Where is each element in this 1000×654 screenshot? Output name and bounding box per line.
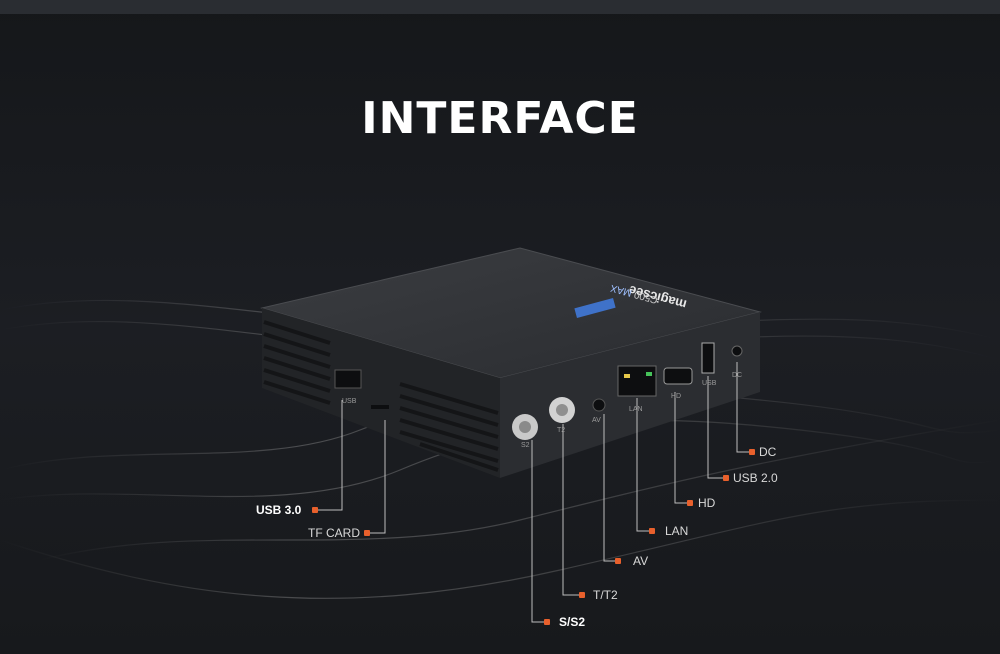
port-print-s2: S2 xyxy=(521,442,530,449)
callout-dot-hd xyxy=(687,500,693,506)
callout-label-dc: DC xyxy=(759,445,777,459)
callout-dot-s2 xyxy=(544,619,550,625)
tv-box-device xyxy=(260,247,762,478)
port-print-usb2: USB xyxy=(702,380,717,387)
callout-dot-av xyxy=(615,558,621,564)
callout-dot-usb3 xyxy=(312,507,318,513)
callout-dot-lan xyxy=(649,528,655,534)
callout-label-t2: T/T2 xyxy=(593,588,618,602)
port-print-lan: LAN xyxy=(629,406,643,413)
callout-label-lan: LAN xyxy=(665,524,689,538)
port-print-av: AV xyxy=(592,417,601,424)
callout-dot-dc xyxy=(749,449,755,455)
callout-label-s2: S/S2 xyxy=(559,615,586,629)
port-print-t2: T2 xyxy=(557,427,566,434)
page-title: INTERFACE xyxy=(361,93,639,144)
callout-lines xyxy=(316,362,752,623)
callout-label-usb2: USB 2.0 xyxy=(733,471,778,485)
callout-dot-tf xyxy=(364,530,370,536)
callout-dot-t2 xyxy=(579,592,585,598)
callout-label-av: AV xyxy=(633,554,649,568)
port-print-hd: HD xyxy=(671,393,682,400)
callout-label-usb3: USB 3.0 xyxy=(256,503,302,517)
callout-label-tf: TF CARD xyxy=(308,526,360,540)
port-print-dc: DC xyxy=(732,372,743,379)
callout-label-hd: HD xyxy=(698,496,716,510)
port-print-usb: USB xyxy=(342,398,357,405)
callout-dot-usb2 xyxy=(723,475,729,481)
